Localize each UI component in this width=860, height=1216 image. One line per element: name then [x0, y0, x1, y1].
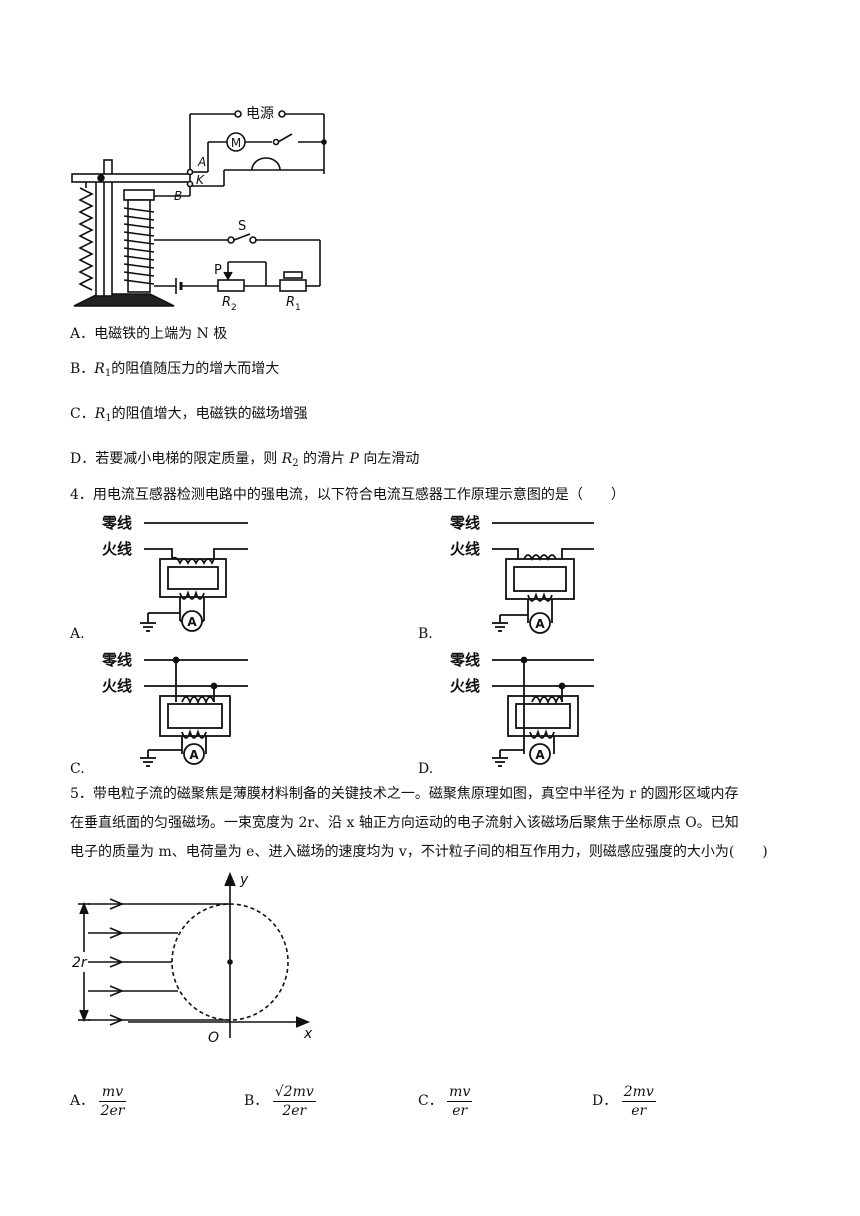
- q3-option-d-p: P: [349, 451, 359, 467]
- ammeter-label: A: [535, 748, 545, 762]
- q5-option-c-denominator: er: [452, 1102, 468, 1119]
- q5-option-a-label: A．: [70, 1093, 95, 1109]
- neutral-label: 零线: [101, 651, 132, 669]
- x-axis-label: x: [303, 1026, 313, 1042]
- power-label: 电源: [246, 106, 274, 122]
- motor-label: M: [231, 136, 241, 150]
- q5-option-c-numerator: mv: [447, 1083, 473, 1102]
- q3-option-b-text: 的阻值随压力的增大而增大: [111, 361, 280, 377]
- contact-a-label: A: [197, 155, 206, 169]
- q4-option-d-label: D.: [418, 761, 434, 777]
- q5-stem-line-3: 电子的质量为 m、电荷量为 e、进入磁场的速度均为 v，不计粒子间的相互作用力，…: [70, 844, 768, 860]
- q4-diagram-d: 零线 火线 A: [449, 651, 594, 767]
- origin-label: O: [208, 1030, 219, 1046]
- r1-label: R: [286, 295, 295, 310]
- neutral-label: 零线: [449, 651, 480, 669]
- q5-option-a-numerator: mv: [98, 1083, 127, 1102]
- q5-option-d-denominator: er: [631, 1102, 647, 1119]
- q4-stem: 4．用电流互感器检测电路中的强电流，以下符合电流互感器工作原理示意图的是（ ）: [70, 487, 625, 503]
- y-axis-label: y: [239, 872, 249, 888]
- q3-option-d-mid: 的滑片: [298, 451, 350, 467]
- q3-option-d: D．若要减小电梯的限定质量，则 R2 的滑片 P 向左滑动: [70, 449, 419, 474]
- live-label: 火线: [450, 540, 480, 558]
- q5-option-b-numerator: √2mv: [272, 1083, 316, 1102]
- q3-option-a: A．电磁铁的上端为 N 极: [70, 326, 228, 342]
- r2-label: R: [222, 295, 231, 310]
- q4-option-b-label: B.: [418, 626, 433, 642]
- q3-option-c-var: R: [94, 406, 106, 422]
- neutral-label: 零线: [449, 515, 480, 532]
- q5-stem: 5．带电粒子流的磁聚焦是薄膜材料制备的关键技术之一。磁聚焦原理如图，真空中半径为…: [70, 780, 800, 867]
- q3-option-b-sub: 1: [104, 368, 112, 379]
- slider-p-label: P: [214, 263, 222, 278]
- q4-diagram-a: 零线 火线 A: [101, 515, 248, 632]
- width-label: 2r: [72, 955, 88, 971]
- magnetic-focus-figure: 2r O x y: [72, 871, 313, 1046]
- contact-k-label: K: [196, 173, 205, 187]
- switch-s-label: S: [238, 219, 246, 234]
- q5-option-b-label: B．: [244, 1093, 269, 1109]
- ammeter-label: A: [535, 617, 545, 631]
- q3-option-d-prefix: D．若要减小电梯的限定质量，则: [70, 451, 282, 467]
- q5-option-d-numerator: 2mv: [621, 1083, 656, 1102]
- ammeter-label: A: [189, 748, 199, 762]
- q4-option-c-label: C.: [70, 761, 85, 777]
- q5-stem-line-2: 在垂直纸面的匀强磁场。一束宽度为 2r、沿 x 轴正方向运动的电子流射入该磁场后…: [70, 815, 739, 831]
- live-label: 火线: [450, 677, 480, 695]
- q5-option-a-denominator: 2er: [100, 1102, 125, 1119]
- q5-stem-line-1: 5．带电粒子流的磁聚焦是薄膜材料制备的关键技术之一。磁聚焦原理如图，真空中半径为…: [70, 786, 739, 802]
- q3-option-c-sub: 1: [105, 413, 112, 424]
- q3-option-c-prefix: C．: [70, 406, 95, 422]
- q5-option-d-label: D．: [592, 1093, 618, 1109]
- q3-option-d-end: 向左滑动: [358, 451, 420, 467]
- q5-option-c-label: C．: [418, 1093, 443, 1109]
- q3-option-d-sub: 2: [292, 458, 299, 469]
- q3-option-d-var: R: [281, 451, 293, 467]
- live-label: 火线: [102, 677, 132, 695]
- neutral-label: 零线: [101, 515, 132, 532]
- contact-b-label: B: [174, 189, 182, 203]
- q3-option-b-prefix: B．: [70, 361, 95, 377]
- r1-sub: 1: [295, 303, 301, 313]
- q3-option-b-var: R: [94, 361, 105, 377]
- q3-option-b: B．R1的阻值随压力的增大而增大: [70, 359, 279, 384]
- q3-option-c: C．R1的阻值增大，电磁铁的磁场增强: [70, 404, 308, 429]
- q3-option-c-text: 的阻值增大，电磁铁的磁场增强: [111, 406, 308, 422]
- r2-sub: 2: [231, 303, 237, 313]
- elevator-circuit-figure: 电源 M A K B S P R 2 R 1: [71, 106, 327, 313]
- live-label: 火线: [102, 540, 132, 558]
- q4-option-a-label: A.: [70, 626, 85, 642]
- q4-diagram-b: 零线 火线 A: [449, 515, 594, 634]
- q4-diagram-c: 零线 火线 A: [101, 651, 248, 767]
- ammeter-label: A: [187, 615, 197, 629]
- q5-option-b-denominator: 2er: [282, 1102, 307, 1119]
